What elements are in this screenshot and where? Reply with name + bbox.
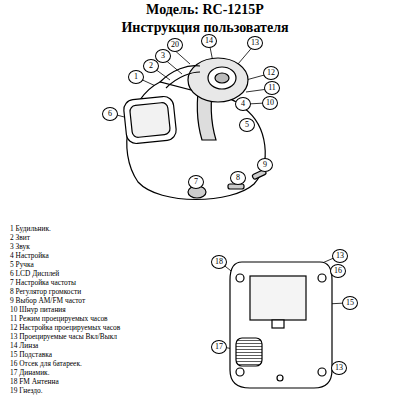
parts-list-item: 18 FM Антенна	[10, 377, 59, 386]
parts-list-item: 16 Отсек для батареек.	[10, 359, 82, 368]
callout-number: 13	[331, 361, 347, 375]
parts-list-item: 1 Будильник.	[10, 224, 51, 233]
parts-list-item: 12 Настройка проецируемых часов	[10, 323, 120, 332]
callout-number: 13	[332, 249, 348, 263]
parts-list-item: 8 Регулятор громкости	[10, 287, 81, 296]
callout-number: 12	[263, 66, 279, 80]
callout-number: 6	[102, 107, 118, 121]
callout-number: 15	[342, 296, 358, 310]
callout-number: 20	[167, 38, 183, 52]
callout-number: 7	[188, 175, 204, 189]
clock-radio-front	[123, 58, 267, 200]
callout-number: 18	[211, 255, 227, 269]
parts-list-item: 13 Проецируемые часы Вкл/Выкл	[10, 332, 117, 341]
callout-number: 10	[262, 96, 278, 110]
parts-list-item: 3 Звук	[10, 242, 30, 251]
parts-list-item: 14 Линза	[10, 341, 38, 350]
callout-number: 3	[155, 49, 171, 63]
parts-list-item: 9 Выбор AM/FM частот	[10, 296, 85, 305]
callout-number: 9	[257, 158, 273, 172]
parts-list-item: 2 Звит	[10, 233, 30, 242]
parts-list-item: 5 Ручка	[10, 260, 34, 269]
callout-number: 16	[330, 264, 346, 278]
parts-list-item: 15 Подставка	[10, 350, 52, 359]
callout-number: 14	[201, 34, 217, 48]
callout-number: 8	[230, 171, 246, 185]
parts-list-item: 4 Настройка	[10, 251, 49, 260]
callout-number: 4	[235, 97, 251, 111]
parts-list-item: 17 Динамик.	[10, 368, 50, 377]
callout-number: 11	[264, 81, 280, 95]
parts-list-item: 10 Шнур питания	[10, 305, 66, 314]
callout-number: 17	[211, 340, 227, 354]
callout-number: 1	[128, 70, 144, 84]
parts-list-item: 11 Режим проецируемых часов	[10, 314, 108, 323]
callout-number: 5	[239, 118, 255, 132]
parts-list-item: 19 Гнездо.	[10, 386, 43, 395]
model-title: Модель: RC-1215P	[146, 2, 264, 18]
clock-radio-back	[230, 262, 332, 388]
parts-list-item: 6 LCD Дисплей	[10, 269, 59, 278]
callout-number: 13	[247, 36, 263, 50]
parts-list-item: 7 Настройка частоты	[10, 278, 76, 287]
